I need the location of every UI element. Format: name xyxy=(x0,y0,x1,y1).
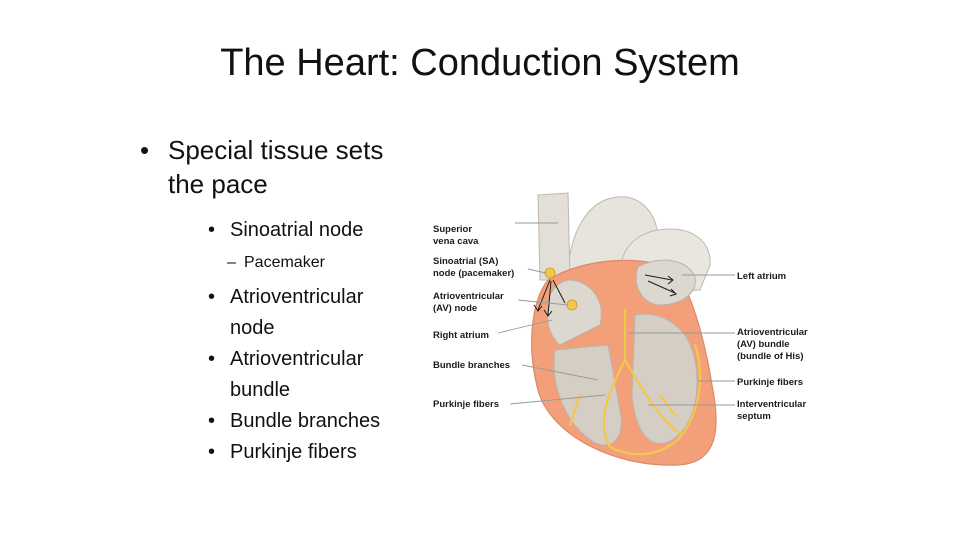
av-node-line-2: node xyxy=(230,317,275,339)
label-bundle-branches: Bundle branches xyxy=(433,360,510,371)
label-av-bundle-line-1: Atrioventricular xyxy=(737,327,808,338)
label-sa-line-1: Sinoatrial (SA) xyxy=(433,256,498,267)
bullet-list: Special tissue sets the pace Sinoatrial … xyxy=(140,133,440,468)
superior-vena-cava-shape xyxy=(537,192,571,281)
conduction-pathway xyxy=(568,308,702,456)
av-bundle-line-1: Atrioventricular xyxy=(230,348,364,370)
sub-bullet-av-node: Atrioventricular node xyxy=(208,282,405,344)
sub-bullet-av-bundle: Atrioventricular bundle xyxy=(208,344,405,406)
sa-node-dot xyxy=(544,267,556,279)
label-right-atrium: Right atrium xyxy=(433,330,489,341)
label-left-atrium: Left atrium xyxy=(737,271,786,282)
label-leader-lines xyxy=(497,222,735,406)
main-bullet-line-1: Special tissue sets xyxy=(168,135,384,165)
label-av-bundle-line-3: (bundle of His) xyxy=(737,351,804,362)
label-purkinje-right: Purkinje fibers xyxy=(737,377,803,388)
label-av-node-line-2: (AV) node xyxy=(433,303,477,314)
sub-bullet-list: Sinoatrial node Pacemaker Atrioventricul… xyxy=(208,215,440,468)
label-sa-line-2: node (pacemaker) xyxy=(433,268,514,279)
left-ventricle-shape xyxy=(631,313,698,444)
right-labels: Left atrium Atrioventricular (AV) bundle… xyxy=(737,271,808,422)
impulse-arrows xyxy=(533,274,677,317)
av-node-dot xyxy=(566,299,578,311)
label-av-node-line-1: Atrioventricular xyxy=(433,291,504,302)
label-svc-line-2: vena cava xyxy=(433,236,479,247)
main-bullet: Special tissue sets the pace xyxy=(140,133,440,201)
right-atrium-shape xyxy=(546,279,602,346)
av-node-line-1: Atrioventricular xyxy=(230,286,364,308)
right-ventricle-shape xyxy=(553,344,622,446)
sub-bullet-purkinje: Purkinje fibers xyxy=(208,437,405,468)
label-svc-line-1: Superior xyxy=(433,224,472,235)
left-labels: Superior vena cava Sinoatrial (SA) node … xyxy=(433,224,514,410)
heart-conduction-diagram: Superior vena cava Sinoatrial (SA) node … xyxy=(433,192,808,466)
sub-sub-bullet-pacemaker: Pacemaker xyxy=(208,252,440,274)
slide-title: The Heart: Conduction System xyxy=(220,42,740,84)
sub-bullet-bundle-branches: Bundle branches xyxy=(208,406,405,437)
left-atrium-shape xyxy=(635,259,696,306)
av-bundle-line-2: bundle xyxy=(230,379,291,401)
label-av-bundle-line-2: (AV) bundle xyxy=(737,339,790,350)
sub-bullet-sa-node: Sinoatrial node xyxy=(208,215,405,246)
main-bullet-line-2: the pace xyxy=(168,169,268,199)
label-septum-line-2: septum xyxy=(737,411,771,422)
label-purkinje-left: Purkinje fibers xyxy=(433,399,499,410)
label-septum-line-1: Interventricular xyxy=(737,399,806,410)
